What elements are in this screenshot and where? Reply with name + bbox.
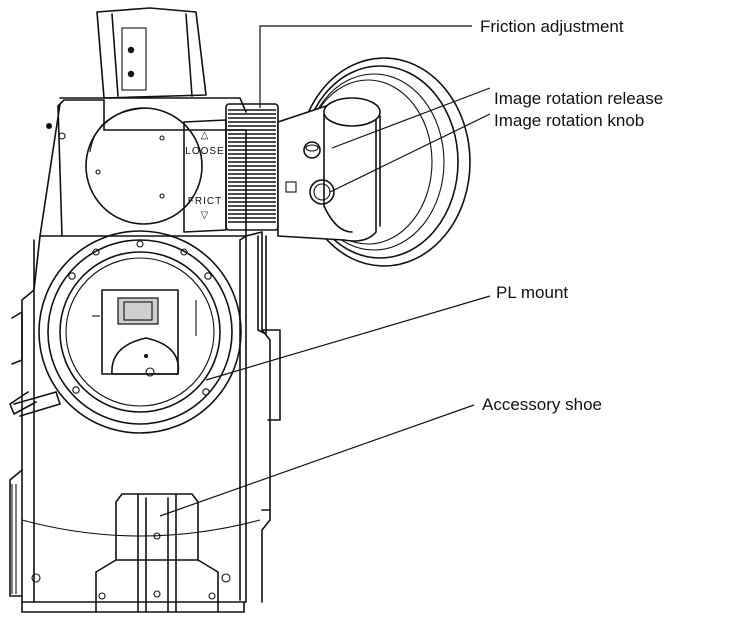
shoe-leader	[159, 404, 475, 517]
callout-friction-adjustment: Friction adjustment	[480, 17, 624, 36]
pl-mount-assembly	[9, 230, 242, 434]
release-leader	[331, 87, 491, 149]
knob-markings: △ LOOSE FRICT ▽	[185, 130, 224, 221]
frict-arrow-icon: ▽	[201, 210, 210, 221]
leader-lines	[159, 25, 491, 517]
callout-pl-mount: PL mount	[496, 283, 568, 302]
knob-leader	[329, 113, 491, 193]
mount-leader	[205, 295, 491, 381]
callout-image-rotation-knob: Image rotation knob	[494, 111, 644, 130]
eyepiece-assembly	[257, 57, 471, 335]
loose-marking: LOOSE	[185, 146, 224, 157]
frict-marking: FRICT	[188, 196, 222, 207]
callout-accessory-shoe: Accessory shoe	[482, 395, 602, 414]
camera-body	[9, 99, 281, 613]
callout-labels: Friction adjustment Image rotation relea…	[480, 17, 663, 414]
callout-image-rotation-release: Image rotation release	[494, 89, 663, 108]
accessory-shoe	[95, 493, 219, 613]
friction-knob-knurling	[228, 109, 276, 223]
friction-leader	[259, 25, 472, 108]
viewfinder-rotation-assembly	[85, 103, 279, 233]
loose-arrow-icon: △	[201, 130, 210, 141]
top-viewfinder-bracket	[59, 7, 247, 113]
